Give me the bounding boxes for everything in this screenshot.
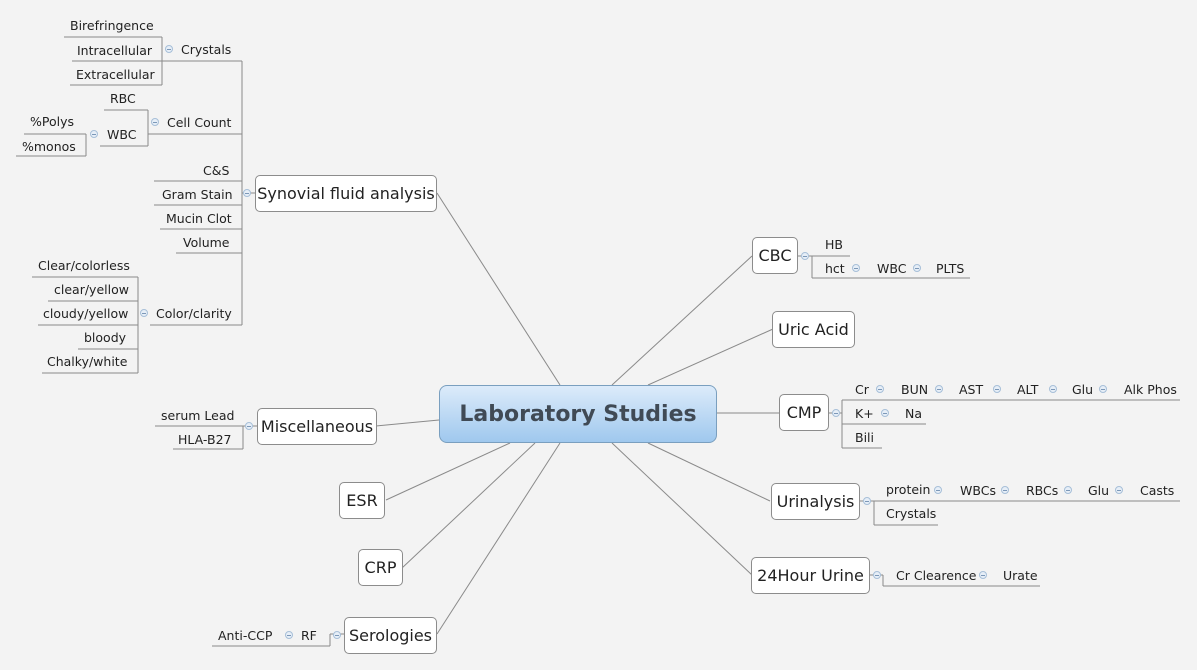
leaf-color-clarity[interactable]: Color/clarity (156, 306, 232, 321)
leaf-cell-count[interactable]: Cell Count (167, 115, 232, 130)
leaf-mucin-clot[interactable]: Mucin Clot (166, 211, 232, 226)
leaf-protein[interactable]: protein (886, 482, 931, 497)
collapse-icon[interactable] (993, 385, 1001, 393)
leaf-birefringence[interactable]: Birefringence (70, 18, 154, 33)
collapse-icon[interactable] (876, 385, 884, 393)
collapse-icon[interactable] (881, 409, 889, 417)
collapse-icon[interactable] (832, 409, 840, 417)
leaf-casts[interactable]: Casts (1140, 483, 1175, 498)
leaf-volume[interactable]: Volume (183, 235, 230, 250)
collapse-icon[interactable] (333, 631, 341, 639)
collapse-icon[interactable] (935, 385, 943, 393)
leaf-clear-colorless[interactable]: Clear/colorless (38, 258, 130, 273)
collapse-icon[interactable] (90, 130, 98, 138)
leaf-k[interactable]: K+ (855, 406, 874, 421)
leaf-clear-yellow[interactable]: clear/yellow (54, 282, 129, 297)
topic-uric-acid[interactable]: Uric Acid (772, 311, 855, 348)
leaf-cr[interactable]: Cr (855, 382, 869, 397)
leaf-cs[interactable]: C&S (203, 163, 230, 178)
leaf-alt[interactable]: ALT (1017, 382, 1039, 397)
leaf-glu[interactable]: Glu (1072, 382, 1094, 397)
leaf-urate[interactable]: Urate (1003, 568, 1038, 583)
leaf-rbc[interactable]: RBC (110, 91, 136, 106)
leaf-rbcs[interactable]: RBCs (1026, 483, 1059, 498)
leaf-intracellular[interactable]: Intracellular (77, 43, 153, 58)
collapse-icon[interactable] (1099, 385, 1107, 393)
leaf-hla-b27[interactable]: HLA-B27 (178, 432, 232, 447)
central-topic[interactable]: Laboratory Studies (439, 385, 717, 443)
topic-cbc[interactable]: CBC (752, 237, 798, 274)
leaf-wbc[interactable]: WBC (107, 127, 137, 142)
topic-crp[interactable]: CRP (358, 549, 403, 586)
topic-serologies[interactable]: Serologies (344, 617, 437, 654)
topic-miscellaneous[interactable]: Miscellaneous (257, 408, 377, 445)
leaf-ua-glu[interactable]: Glu (1088, 483, 1110, 498)
collapse-icon[interactable] (852, 264, 860, 272)
topic-esr[interactable]: ESR (339, 482, 385, 519)
collapse-icon[interactable] (979, 571, 987, 579)
leaf-anti-ccp[interactable]: Anti-CCP (218, 628, 273, 643)
collapse-icon[interactable] (140, 309, 148, 317)
leaf-cloudy-yellow[interactable]: cloudy/yellow (43, 306, 129, 321)
leaf-crystals[interactable]: Crystals (181, 42, 232, 57)
collapse-icon[interactable] (863, 497, 871, 505)
topic-cmp[interactable]: CMP (779, 394, 829, 431)
collapse-icon[interactable] (913, 264, 921, 272)
leaf-serum-lead[interactable]: serum Lead (161, 408, 235, 423)
leaf-rf[interactable]: RF (301, 628, 317, 643)
collapse-icon[interactable] (1001, 486, 1009, 494)
leaf-extracellular[interactable]: Extracellular (76, 67, 155, 82)
topic-synovial-fluid-analysis[interactable]: Synovial fluid analysis (255, 175, 437, 212)
leaf-bili[interactable]: Bili (855, 430, 874, 445)
collapse-icon[interactable] (1049, 385, 1057, 393)
leaf-bun[interactable]: BUN (901, 382, 929, 397)
collapse-icon[interactable] (243, 189, 251, 197)
leaf-alk-phos[interactable]: Alk Phos (1124, 382, 1177, 397)
collapse-icon[interactable] (165, 45, 173, 53)
collapse-icon[interactable] (1115, 486, 1123, 494)
collapse-icon[interactable] (285, 631, 293, 639)
leaf-cbc-wbc[interactable]: WBC (877, 261, 907, 276)
leaf-polys[interactable]: %Polys (30, 114, 75, 129)
leaf-ast[interactable]: AST (959, 382, 984, 397)
leaf-ua-crystals[interactable]: Crystals (886, 506, 937, 521)
collapse-icon[interactable] (873, 571, 881, 579)
leaf-plts[interactable]: PLTS (936, 261, 965, 276)
leaf-gram-stain[interactable]: Gram Stain (162, 187, 233, 202)
topic-urinalysis[interactable]: Urinalysis (771, 483, 860, 520)
leaf-na[interactable]: Na (905, 406, 923, 421)
collapse-icon[interactable] (245, 422, 253, 430)
topic-24hour-urine[interactable]: 24Hour Urine (751, 557, 870, 594)
collapse-icon[interactable] (801, 252, 809, 260)
leaf-monos[interactable]: %monos (22, 139, 76, 154)
leaf-wbcs[interactable]: WBCs (960, 483, 996, 498)
leaf-hct[interactable]: hct (825, 261, 845, 276)
leaf-bloody[interactable]: bloody (84, 330, 127, 345)
leaf-chalky-white[interactable]: Chalky/white (47, 354, 128, 369)
collapse-icon[interactable] (1064, 486, 1072, 494)
leaf-cr-clearence[interactable]: Cr Clearence (896, 568, 977, 583)
collapse-icon[interactable] (151, 118, 159, 126)
collapse-icon[interactable] (934, 486, 942, 494)
leaf-hb[interactable]: HB (825, 237, 843, 252)
